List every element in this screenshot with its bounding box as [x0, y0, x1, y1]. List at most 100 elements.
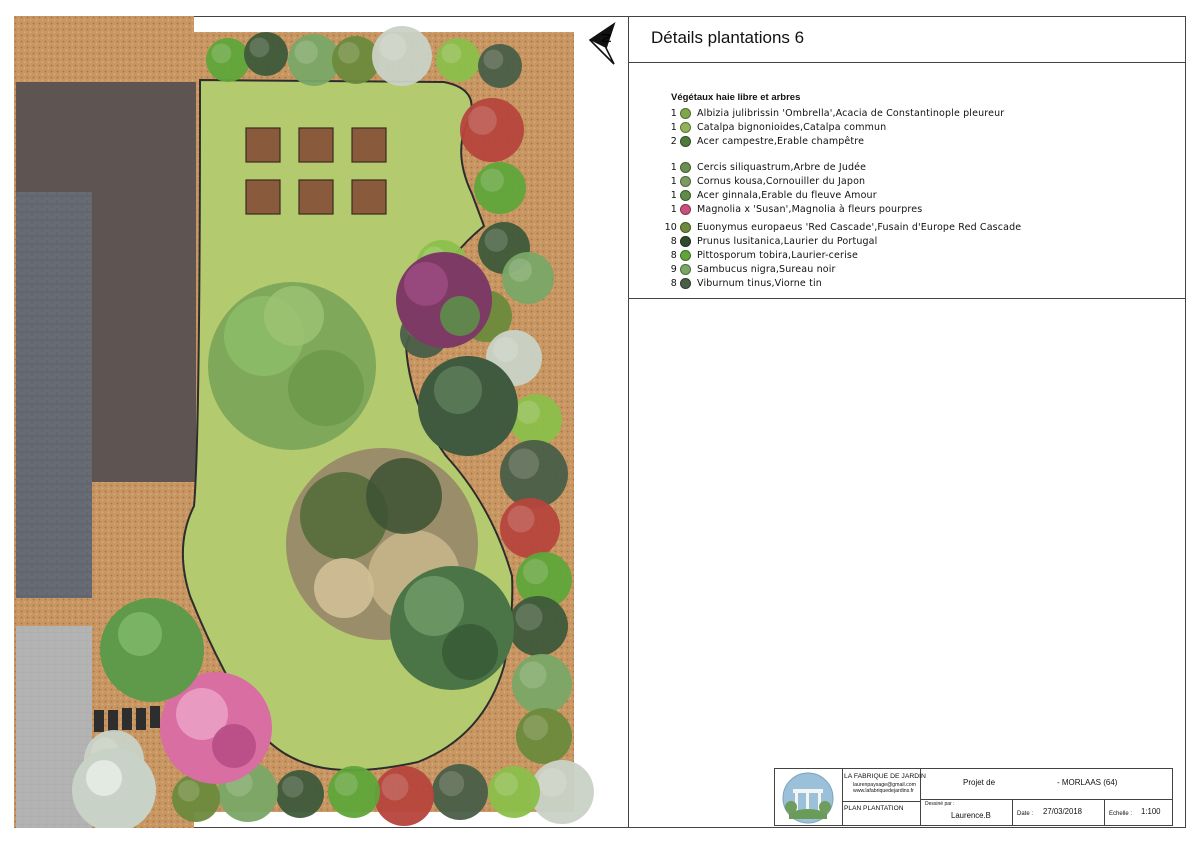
hedge-shrub-highlight [519, 661, 547, 689]
hedge-shrub-highlight [381, 773, 409, 801]
mulch-strip-top [14, 16, 194, 82]
hedge-shrub [276, 770, 324, 818]
legend-plant-name: Cornus kousa,Cornouiller du Japon [697, 176, 866, 187]
legend-qty: 1 [670, 190, 677, 201]
legend-plant-name: Euonymus europaeus 'Red Cascade',Fusain … [697, 222, 1022, 233]
hedge-shrub [328, 766, 380, 818]
logo-cell [775, 769, 843, 825]
hedge-shrub-highlight [334, 772, 358, 796]
hedge-shrub-highlight [338, 42, 360, 64]
tree-cornus [100, 598, 204, 702]
scale-label: Echelle : [1109, 811, 1133, 817]
date-value: 27/03/2018 [1043, 807, 1083, 816]
legend-plant-name: Magnolia x 'Susan',Magnolia à fleurs pou… [697, 204, 923, 215]
project-label: Projet de [963, 778, 996, 787]
title-box: Détails plantations 6 [629, 16, 1186, 63]
hedge-shrub [374, 766, 434, 826]
legend-qty: 9 [670, 264, 677, 275]
hedge-shrub-highlight [468, 106, 497, 135]
legend-heading: Végétaux haie libre et arbres [671, 92, 801, 103]
company-name: LA FABRIQUE DE JARDIN [844, 773, 926, 780]
tree-albizia [208, 282, 376, 450]
hedge-shrub [478, 44, 522, 88]
plant-symbol-icon [680, 250, 691, 261]
north-arrow [588, 22, 616, 65]
legend-qty: 8 [670, 278, 677, 289]
legend-plant-name: Cercis siliquastrum,Arbre de Judée [697, 162, 867, 173]
hedge-shrub-highlight [480, 168, 504, 192]
hedge-shrub-highlight [507, 505, 535, 533]
hedge-shrub-highlight [494, 772, 518, 796]
plant-symbol-icon [680, 190, 691, 201]
planter-grid [245, 127, 387, 215]
tree-magnolia [160, 672, 272, 784]
hedge-shrub-highlight [379, 33, 407, 61]
info-panel: Détails plantations 6 Végétaux haie libr… [628, 16, 1186, 828]
drawn-by-value: Laurence.B [951, 811, 991, 820]
legend-qty: 1 [670, 108, 677, 119]
legend-qty: 8 [670, 250, 677, 261]
hedge-shrub-highlight [441, 43, 462, 64]
tree-prunus [390, 566, 514, 690]
hedge-shrub [432, 764, 488, 820]
date-label: Date : [1017, 811, 1034, 817]
company-cell: LA FABRIQUE DE JARDIN laurenpaysage@gmai… [843, 769, 926, 825]
hedge-shrub-highlight [538, 768, 567, 797]
hedge-shrub [332, 36, 380, 84]
hedge-shrub-highlight [249, 37, 270, 58]
date-cell: Date : 27/03/2018 [1013, 799, 1105, 825]
plant-symbol-icon [680, 236, 691, 247]
hedge-shrub [516, 708, 572, 764]
plant-symbol-icon [680, 108, 691, 119]
legend-qty: 8 [670, 236, 677, 247]
drawn-by-label: Dessiné par : [925, 801, 955, 807]
hedge-shrub [172, 774, 220, 822]
hedge-shrub [516, 552, 572, 608]
title-block: LA FABRIQUE DE JARDIN laurenpaysage@gmai… [774, 768, 1173, 826]
plant-symbol-icon [680, 278, 691, 289]
drawn-by-cell: Dessiné par : Laurence.B [921, 799, 1013, 825]
hedge-shrub [372, 26, 432, 86]
hedge-shrub-highlight [484, 228, 508, 252]
plan-label: PLAN PLANTATION [844, 805, 904, 812]
plant-symbol-icon [680, 176, 691, 187]
hedge-shrub-highlight [523, 559, 549, 585]
hedge-shrub-highlight [178, 780, 200, 802]
hedge-shrub-highlight [483, 49, 504, 70]
hedge-shrub-highlight [515, 603, 543, 631]
hedge-shrub [508, 596, 568, 656]
legend-plant-name: Acer ginnala,Erable du fleuve Amour [697, 190, 877, 201]
hedge-shrub-highlight [508, 448, 540, 480]
plant-symbol-icon [680, 222, 691, 233]
plant-symbol-icon [680, 162, 691, 173]
legend-qty: 2 [670, 136, 677, 147]
plant-symbol-icon [680, 204, 691, 215]
legend-plant-name: Catalpa bignonioides,Catalpa commun [697, 122, 887, 133]
hedge-shrub-highlight [282, 776, 304, 798]
north-label: N [598, 33, 614, 43]
hedge-shrub [512, 654, 572, 714]
tree-catalpa-corner [72, 748, 156, 828]
hedge-shrub-highlight [294, 40, 318, 64]
plant-symbol-icon [680, 122, 691, 133]
hedge-shrub [502, 252, 554, 304]
hedge-shrub [436, 38, 480, 82]
project-value: - MORLAAS (64) [1057, 778, 1118, 787]
scale-value: 1:100 [1141, 807, 1161, 816]
hedge-shrub [500, 440, 568, 508]
hedge-shrub [474, 162, 526, 214]
tree-viburnum [418, 356, 518, 456]
hedge-shrub [288, 34, 340, 86]
legend-qty: 10 [664, 222, 677, 233]
hedge-shrub [206, 38, 250, 82]
hedge-shrub-highlight [508, 258, 532, 282]
page-title: Détails plantations 6 [651, 28, 805, 47]
plant-symbol-icon [680, 136, 691, 147]
hedge-shrub [488, 766, 540, 818]
plant-symbol-icon [680, 264, 691, 275]
hedge-shrub [510, 394, 562, 446]
garden-plan: N [14, 16, 616, 828]
tree-cercis [396, 252, 492, 348]
